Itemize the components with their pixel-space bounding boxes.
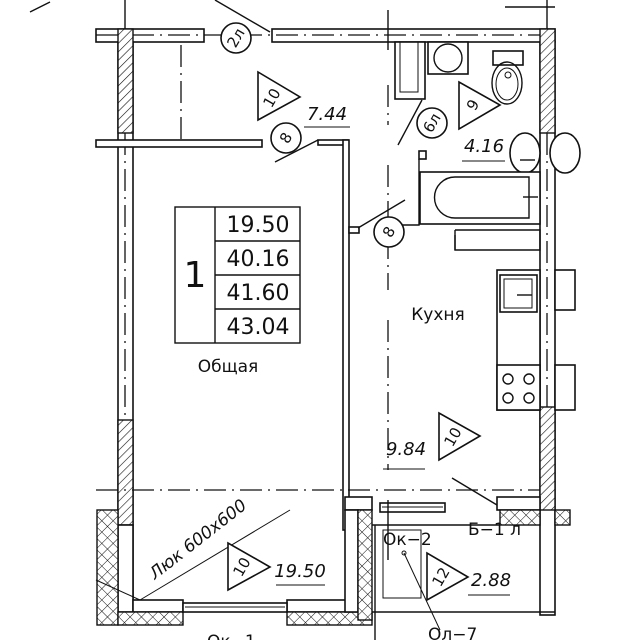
finish-mark-hall: 10: [257, 70, 302, 122]
balcony-door-leaf: [451, 477, 498, 506]
loggia-box: [382, 529, 422, 599]
area-living: 19.50: [227, 213, 290, 238]
area-living-plan: 19.50: [274, 561, 326, 582]
finish-mark-loggia: 12: [426, 551, 470, 602]
door-marker-hall: 8: [270, 122, 302, 154]
area-loggia: 2.88: [471, 570, 511, 591]
door-marker-kitchen: 8: [373, 216, 405, 248]
window-label-living: Ок−1: [207, 632, 256, 640]
exterior-wall-top: [29, 0, 556, 50]
area-kitchen: 9.84: [386, 439, 426, 460]
area-bathroom: 4.16: [464, 136, 504, 157]
room-name-kitchen: Кухня: [411, 305, 465, 325]
window-label-loggia: Ок−2: [383, 530, 432, 550]
window-label-loggia-bottom: Ол−7: [428, 625, 477, 640]
finish-mark-kitchen: 10: [438, 411, 482, 462]
bathroom: [393, 41, 581, 251]
area-total-with-loggia: 43.04: [227, 315, 290, 340]
exterior-wall-right: [539, 28, 556, 616]
kitchen-furniture: [496, 269, 576, 411]
apartment-number: 1: [184, 255, 207, 296]
finish-mark-bathroom: 9: [458, 80, 502, 131]
exterior-wall-left: [117, 28, 134, 601]
stove: [496, 364, 541, 411]
toilet-tank: [492, 50, 524, 66]
area-hall: 7.44: [307, 104, 347, 125]
door-marker-bathroom: 6л: [416, 107, 448, 139]
balcony-door-label: Б−1 л: [468, 520, 521, 540]
kitchen-door-leaf: [357, 199, 406, 229]
finish-mark-living: 10: [227, 541, 272, 592]
entrance-door-leaf: [214, 0, 271, 33]
room-name-living: Общая: [198, 357, 259, 377]
apartment-area-table: 1 19.50 40.16 41.60 43.04: [174, 206, 301, 344]
sink: [509, 132, 541, 174]
bathtub: [419, 171, 541, 225]
kitchen-sink: [499, 274, 538, 313]
hatch-leader: [139, 509, 291, 601]
hall-door-leaf: [274, 139, 319, 163]
area-total-living: 40.16: [227, 247, 290, 272]
area-total: 41.60: [227, 281, 290, 306]
loggia-walls: [95, 477, 571, 640]
bathroom-door-leaf: [397, 99, 423, 146]
toilet: [491, 61, 523, 105]
door-marker-entrance: 2л: [220, 22, 252, 54]
